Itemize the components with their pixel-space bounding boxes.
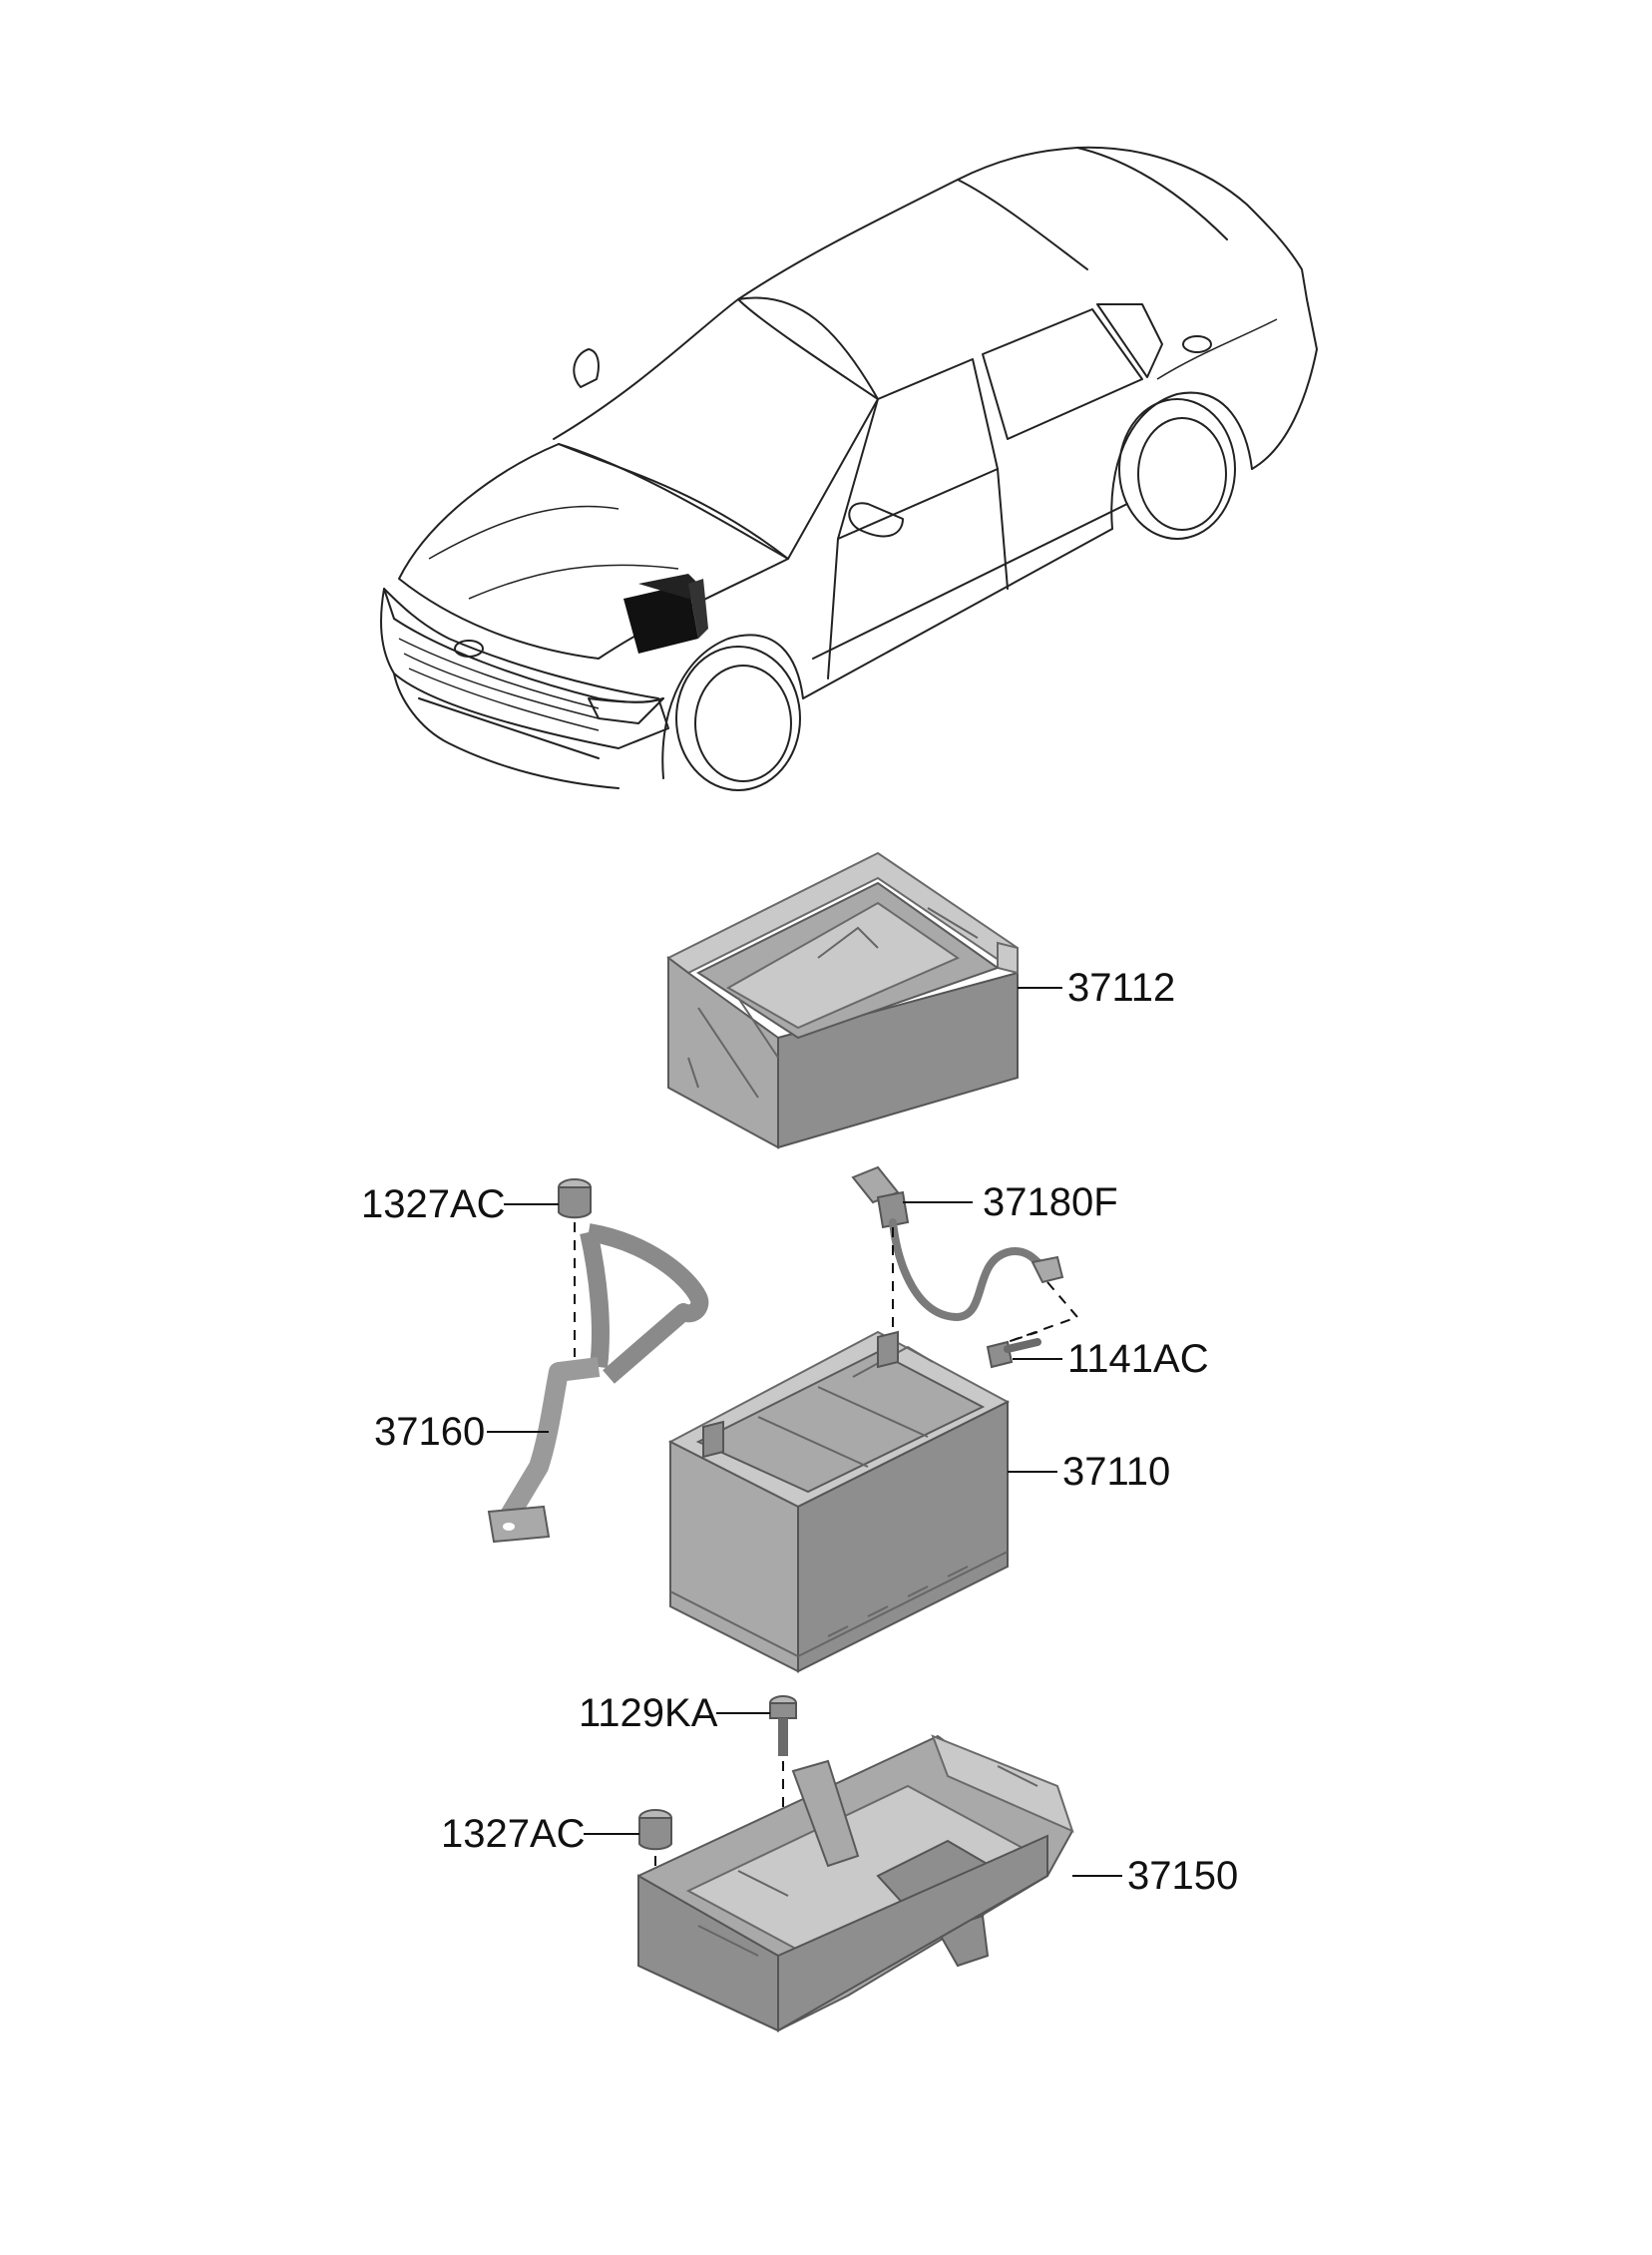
battery-tray — [637, 1734, 1074, 2032]
battery-sensor-cable — [851, 1165, 1064, 1322]
battery — [667, 1330, 1011, 1673]
terminal-bolt — [986, 1338, 1041, 1369]
hold-down-bracket — [487, 1223, 709, 1544]
vehicle-outline — [380, 146, 1318, 791]
callout-1327AC-top: 1327AC — [361, 1182, 506, 1226]
callout-1129KA: 1129KA — [579, 1691, 718, 1735]
callout-37150: 37150 — [1127, 1854, 1238, 1898]
callout-1327AC-bottom: 1327AC — [441, 1812, 586, 1856]
callout-37160: 37160 — [374, 1410, 485, 1454]
nut-bottom — [638, 1809, 672, 1851]
callout-1141AC: 1141AC — [1067, 1337, 1209, 1381]
callout-37112: 37112 — [1067, 966, 1175, 1010]
callout-37110: 37110 — [1062, 1450, 1170, 1494]
cable-bolt-dash — [1007, 1281, 1079, 1343]
battery-location-highlight — [623, 574, 708, 654]
tray-bolt — [769, 1695, 797, 1756]
callout-37180F: 37180F — [983, 1180, 1118, 1224]
battery-insulation-pad — [666, 851, 1019, 1149]
nut-top — [558, 1178, 592, 1219]
